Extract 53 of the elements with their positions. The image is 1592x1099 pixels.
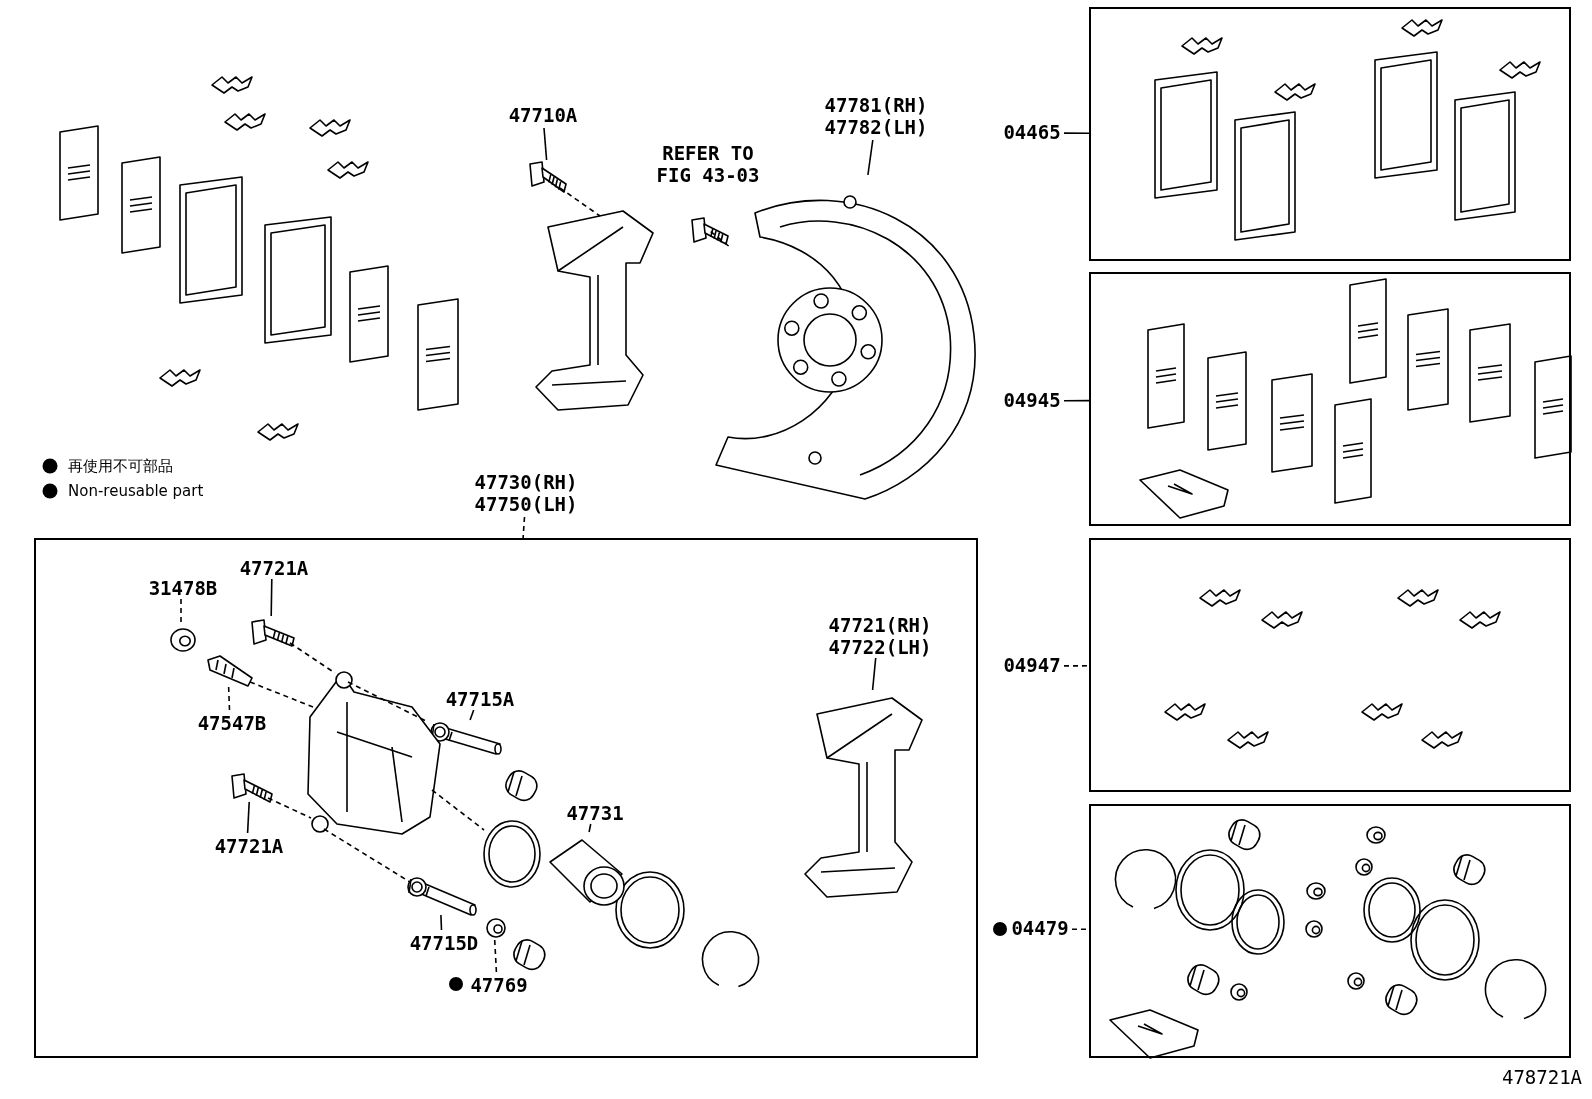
- cap-drawing: [486, 918, 506, 938]
- part-number: 47721A: [232, 557, 316, 581]
- part-number: 47721(RH) 47722(LH): [822, 614, 938, 660]
- kit-box: [1089, 7, 1571, 261]
- part-number: 04479: [1008, 917, 1072, 941]
- leader-line: [522, 516, 526, 539]
- leader-line: [249, 681, 314, 708]
- kit-box: [1089, 538, 1571, 792]
- bolt-drawing: [250, 618, 296, 648]
- part-number: 04945: [1000, 389, 1064, 413]
- cap-drawing: [170, 628, 196, 652]
- leader-line: [871, 657, 877, 691]
- kit-box: [1089, 804, 1571, 1058]
- leader-line: [246, 801, 250, 834]
- leader-line: [543, 127, 548, 161]
- kit-box: [1089, 272, 1571, 526]
- part-number: 47730(RH) 47750(LH): [468, 471, 584, 517]
- leader-line: [1063, 399, 1090, 402]
- leader-line: [323, 828, 411, 883]
- leader-line: [431, 789, 485, 831]
- leader-line: [469, 709, 475, 721]
- leader-line: [1063, 132, 1090, 134]
- leader-line: [227, 685, 231, 711]
- bolt-drawing: [690, 216, 730, 246]
- leader-line: [267, 797, 312, 819]
- piston-seal-drawing: [482, 819, 542, 889]
- part-number: 47731: [564, 802, 626, 826]
- part-number: 47710A: [500, 104, 586, 128]
- leader-line: [1063, 665, 1090, 667]
- leader-line: [709, 230, 730, 247]
- leader-line: [559, 187, 601, 217]
- leader-line: [270, 578, 273, 617]
- part-number: 47547B: [190, 712, 274, 736]
- part-number: 47781(RH) 47782(LH): [818, 94, 934, 140]
- legend-text: Non-reusable part: [68, 482, 204, 500]
- leader-line: [440, 914, 443, 931]
- assembly-box: [34, 538, 978, 1058]
- part-number: 31478B: [143, 577, 223, 601]
- part-number: 04465: [1000, 121, 1064, 145]
- slide-pin-drawing: [407, 877, 477, 917]
- part-number: 04947: [1000, 654, 1064, 678]
- note-text: REFER TO FIG 43-03: [655, 142, 761, 186]
- part-number: 47715A: [438, 688, 522, 712]
- drawing-number: 478721A: [1500, 1066, 1584, 1088]
- bolt-drawing: [230, 772, 274, 804]
- leader-line: [588, 823, 592, 833]
- leader-line: [867, 139, 874, 176]
- bleeder-plug-drawing: [206, 654, 254, 688]
- legend-text: 再使用不可部品: [68, 457, 173, 476]
- part-number: 47715D: [402, 932, 486, 956]
- bolt-drawing: [528, 160, 568, 194]
- part-number: 47721A: [207, 835, 291, 859]
- part-number: 47769: [466, 974, 532, 998]
